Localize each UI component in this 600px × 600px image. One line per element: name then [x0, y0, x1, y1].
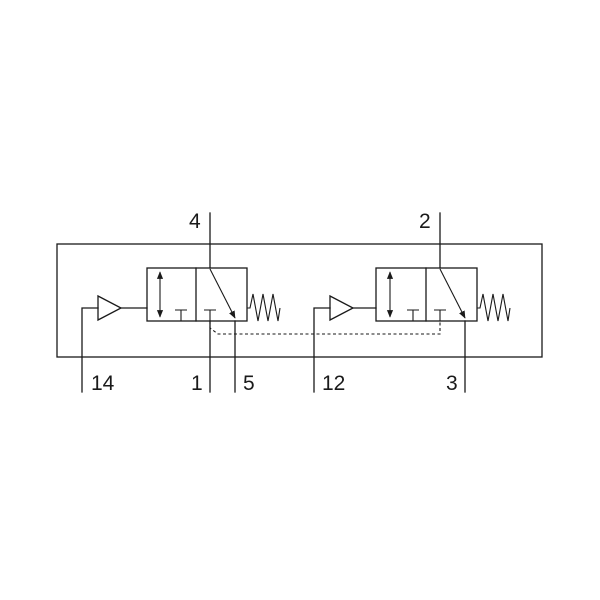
right-flow-arrow	[439, 268, 466, 319]
port-label-1: 1	[191, 372, 203, 395]
left-valve	[81, 212, 281, 393]
port-label-3: 3	[446, 372, 458, 395]
right-valve	[313, 212, 511, 393]
left-valve-body	[146, 267, 248, 322]
port-label-14: 14	[91, 372, 115, 395]
left-flow-arrow	[209, 268, 236, 319]
left-pilot-triangle	[97, 294, 123, 322]
left-blocked-port-symbol	[175, 309, 187, 321]
right-pilot-triangle	[329, 294, 355, 322]
left-blocked-port-symbol-2	[204, 309, 216, 321]
left-spring	[247, 293, 281, 322]
right-blocked-port-symbol-2	[434, 309, 446, 321]
port-label-12: 12	[322, 372, 345, 395]
port-label-5: 5	[243, 372, 255, 395]
internal-dashed-connection	[209, 321, 441, 335]
port-label-2: 2	[419, 210, 431, 233]
port-12-line	[313, 307, 331, 393]
right-spring	[477, 293, 511, 322]
port-label-4: 4	[189, 210, 201, 233]
valve-enclosure	[56, 243, 543, 358]
right-blocked-port-symbol	[407, 309, 419, 321]
port-14-line	[81, 307, 99, 393]
